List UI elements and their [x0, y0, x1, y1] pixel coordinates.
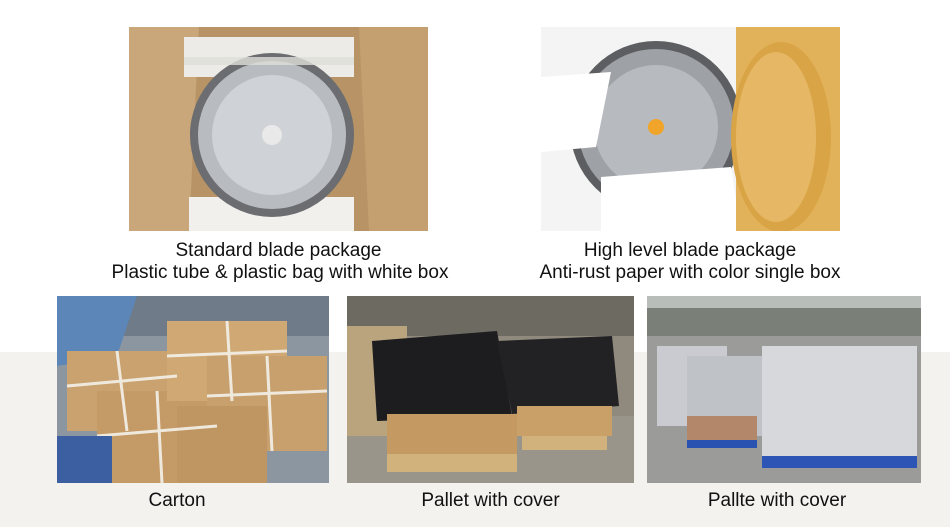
top-right-title: High level blade package — [583, 240, 797, 261]
pallet-with-cover-photo — [347, 296, 634, 483]
standard-blade-photo — [129, 27, 428, 231]
carton-photo — [57, 296, 329, 483]
high-level-blade-photo — [541, 27, 840, 231]
top-left-title: Standard blade package — [175, 240, 382, 261]
pallet-caption: Pallet with cover — [421, 490, 560, 511]
pallte-caption: Pallte with cover — [707, 490, 847, 511]
pallets-outdoor-photo — [647, 296, 921, 483]
carton-caption: Carton — [148, 490, 206, 511]
top-right-subtitle: Anti-rust paper with color single box — [539, 262, 841, 283]
top-left-subtitle: Plastic tube & plastic bag with white bo… — [111, 262, 449, 283]
